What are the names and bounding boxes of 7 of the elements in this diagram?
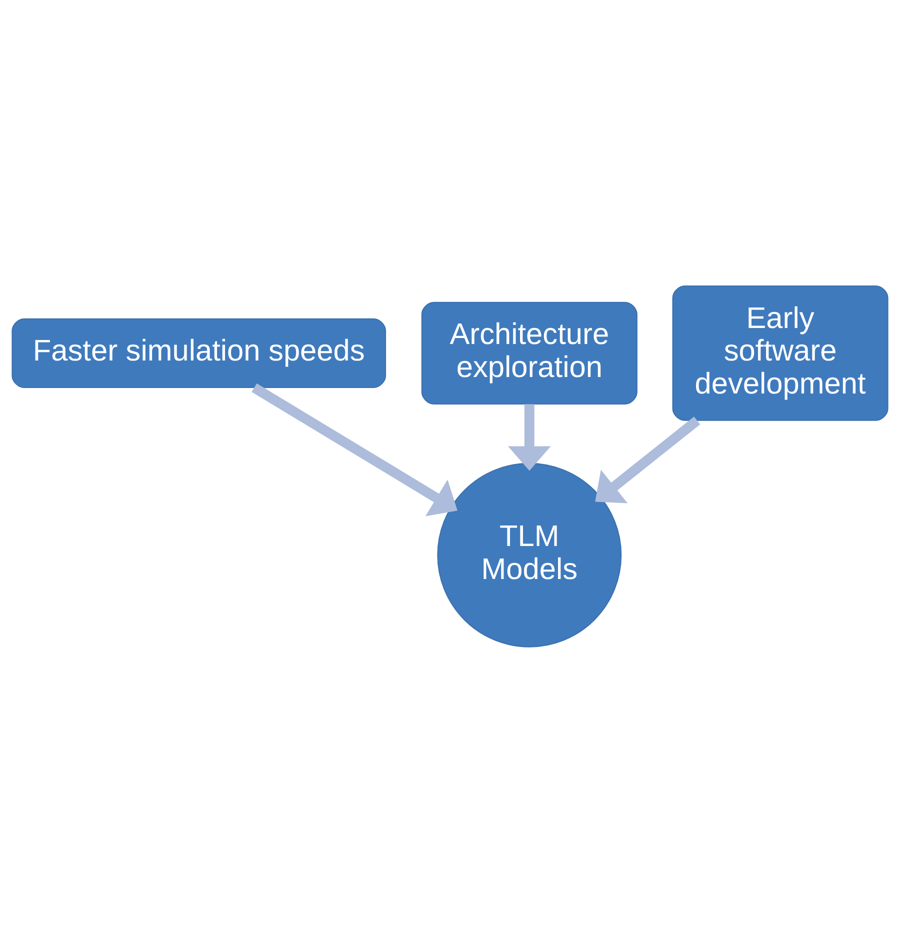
arrow [252, 383, 458, 516]
node-box: Faster simulation speeds [12, 318, 386, 388]
arrow [595, 416, 700, 504]
node-circle: TLM Models [437, 462, 622, 648]
arrow [508, 404, 551, 471]
node-box: Early software development [672, 285, 888, 421]
node-box: Architecture exploration [421, 302, 638, 404]
